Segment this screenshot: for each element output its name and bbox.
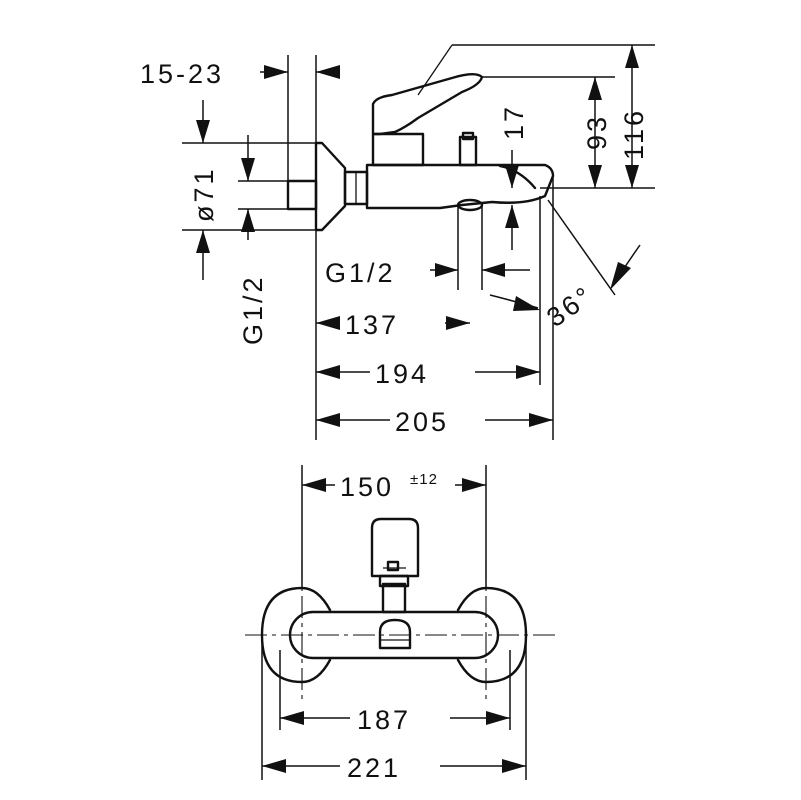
front-cartridge — [381, 582, 407, 614]
dim-194-label: 194 — [375, 359, 429, 389]
dim-116-label: 116 — [619, 108, 649, 160]
lever-handle — [371, 73, 484, 136]
mixer-body — [365, 163, 555, 210]
diverter-knob — [458, 135, 478, 167]
right-escutcheon — [456, 586, 528, 684]
side-view-dimension-lines — [182, 44, 655, 440]
dimension-labels: 15-23 ø71 G1/2 17 93 116 G1/2 36° 137 19… — [140, 59, 649, 783]
front-lever — [370, 517, 420, 578]
dim-g12-spout-label: G1/2 — [325, 258, 396, 288]
dim-15-23-label: 15-23 — [140, 59, 224, 89]
dim-93-label: 93 — [582, 114, 612, 150]
dim-150-label: 150 — [340, 472, 394, 502]
front-aerator — [378, 618, 412, 650]
wall-connector — [286, 179, 318, 211]
wall-flange — [314, 141, 347, 232]
dim-36deg-label: 36° — [541, 280, 599, 333]
dim-150-tolerance-label: ±12 — [410, 471, 438, 488]
dim-205-label: 205 — [395, 407, 449, 437]
dim-137-label: 137 — [345, 310, 399, 340]
dim-g12-side-label: G1/2 — [238, 274, 268, 345]
left-escutcheon — [260, 586, 332, 684]
front-view — [245, 517, 555, 700]
dim-17-label: 17 — [499, 104, 529, 140]
front-view-dimension-lines — [261, 465, 527, 780]
dim-221-label: 221 — [347, 753, 401, 783]
cartridge-column — [371, 132, 425, 167]
dim-187-label: 187 — [357, 705, 411, 735]
dim-71-label: ø71 — [189, 166, 219, 222]
